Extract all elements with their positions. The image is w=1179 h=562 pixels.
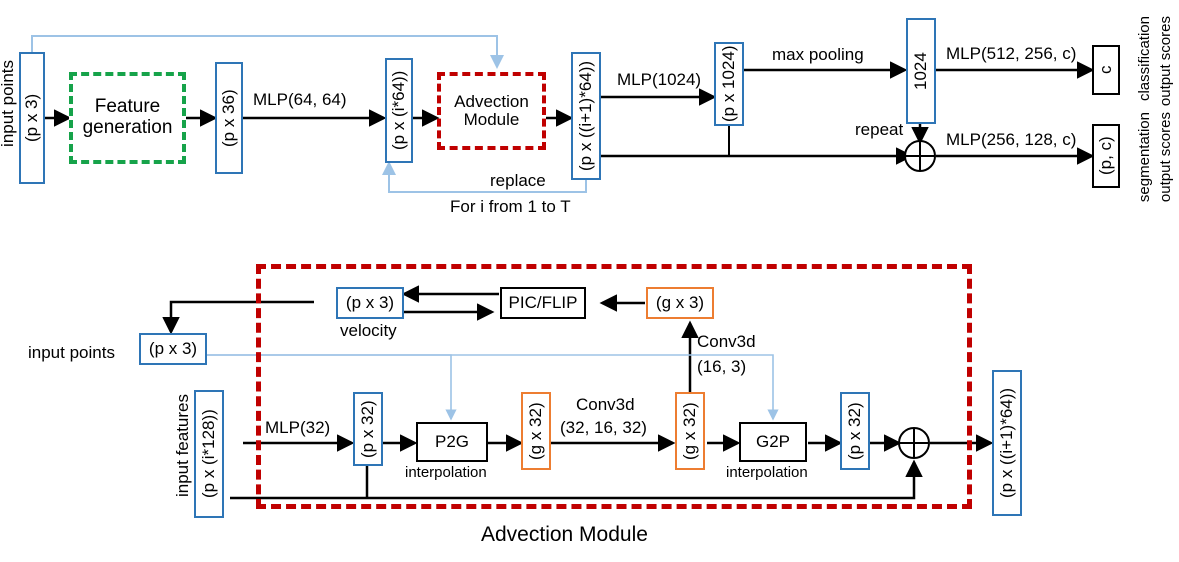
edge-label-mlp-256-128-c: MLP(256, 128, c) bbox=[946, 130, 1077, 149]
edge-label-max-pooling: max pooling bbox=[772, 45, 864, 64]
node-adv-input-features: (p x (i*128)) bbox=[194, 390, 224, 518]
top-input-points-label: input points bbox=[0, 60, 17, 147]
edge-label-repeat: repeat bbox=[855, 120, 904, 139]
node-global-1024: 1024 bbox=[906, 18, 936, 124]
edge-label-replace: replace bbox=[490, 171, 546, 190]
g2p-sublabel: interpolation bbox=[726, 464, 808, 481]
advection-input-features-label: input features bbox=[173, 394, 192, 498]
node-p-x-1024: (p x 1024) bbox=[714, 42, 744, 126]
node-velocity: (p x 3) bbox=[336, 287, 404, 319]
edge-label-mlp-1024: MLP(1024) bbox=[617, 70, 702, 89]
node-g-x-3: (g x 3) bbox=[646, 287, 714, 319]
node-p2g: P2G bbox=[416, 422, 488, 462]
node-input-points: (p x 3) bbox=[19, 52, 45, 184]
advection-line1: Advection bbox=[454, 91, 529, 111]
node-adv-output: (p x ((i+1)*64)) bbox=[992, 370, 1022, 516]
edge-label-loop: For i from 1 to T bbox=[450, 197, 571, 216]
edge-label-conv3d-main-line2: (32, 16, 32) bbox=[560, 418, 647, 437]
advection-line2: Module bbox=[463, 110, 520, 129]
edge-label-conv3d-main-line1: Conv3d bbox=[576, 395, 635, 414]
node-advection-module: Advection Module bbox=[437, 72, 546, 150]
node-adv-input-points: (p x 3) bbox=[139, 333, 207, 365]
edge-label-conv3d-velocity-line2: (16, 3) bbox=[697, 357, 747, 376]
node-g2p: G2P bbox=[739, 422, 807, 462]
node-g-x-32-b: (g x 32) bbox=[675, 392, 705, 470]
node-classification-output: c bbox=[1092, 45, 1120, 95]
node-p-x-36: (p x 36) bbox=[215, 62, 243, 174]
edge-label-mlp-64-64: MLP(64, 64) bbox=[253, 90, 347, 109]
edge-label-conv3d-velocity-line1: Conv3d bbox=[697, 332, 756, 351]
figure-caption: Advection Module bbox=[481, 523, 648, 546]
p2g-sublabel: interpolation bbox=[405, 464, 487, 481]
segmentation-output-line2: output scores bbox=[1157, 112, 1174, 203]
node-p-x-i1-64: (p x ((i+1)*64)) bbox=[571, 52, 601, 180]
sum-node-advection bbox=[898, 427, 930, 459]
node-pic-flip: PIC/FLIP bbox=[500, 287, 586, 319]
node-feature-generation: Feature generation bbox=[69, 72, 186, 164]
classification-output-line2: output scores bbox=[1157, 16, 1174, 107]
feature-generation-line2: generation bbox=[82, 117, 173, 138]
advection-module-boundary bbox=[256, 264, 972, 509]
classification-output-line1: classification bbox=[1136, 16, 1153, 102]
node-g-x-32-a: (g x 32) bbox=[521, 392, 551, 470]
segmentation-output-line1: segmentation bbox=[1136, 112, 1153, 203]
node-p-x-i64: (p x (i*64)) bbox=[385, 58, 413, 163]
feature-generation-line1: Feature bbox=[94, 96, 161, 118]
node-p-x-32-b: (p x 32) bbox=[840, 392, 870, 470]
node-segmentation-output: (p, c) bbox=[1092, 124, 1120, 188]
edge-label-mlp-512-256-c: MLP(512, 256, c) bbox=[946, 44, 1077, 63]
node-p-x-32-a: (p x 32) bbox=[353, 392, 383, 466]
velocity-label: velocity bbox=[340, 321, 397, 340]
edge-label-mlp-32: MLP(32) bbox=[265, 418, 331, 437]
sum-node-top bbox=[904, 140, 936, 172]
advection-input-points-label: input points bbox=[28, 343, 115, 362]
